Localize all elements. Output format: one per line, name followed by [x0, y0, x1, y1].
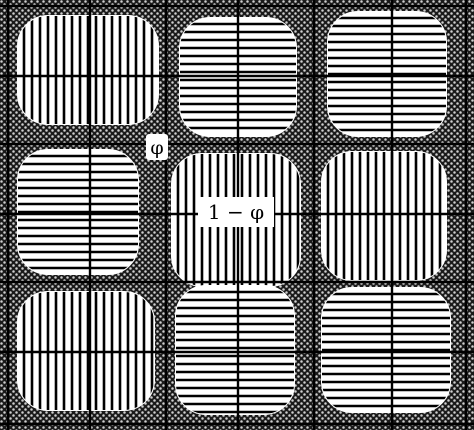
inclusion-cell-r0-c2 — [327, 11, 447, 137]
vertical-stripes — [22, 16, 154, 124]
vertical-stripes — [326, 152, 442, 280]
phi-label-group: φ — [146, 134, 168, 160]
inclusion-cells — [17, 11, 451, 415]
inclusion-cell-r2-c1 — [175, 285, 295, 415]
one-minus-phi-label-background — [198, 197, 274, 227]
phi-label-background — [146, 134, 168, 160]
inclusion-cell-r1-c0 — [17, 149, 139, 275]
inclusion-cell-r2-c2 — [321, 287, 451, 413]
phi-label: φ — [150, 137, 163, 159]
one-minus-phi-label: 1 − φ — [208, 200, 264, 224]
inclusion-cell-r1-c2 — [321, 151, 447, 281]
horizontal-stripes — [322, 292, 450, 408]
horizontal-stripes — [328, 16, 446, 132]
cell-background — [175, 285, 295, 415]
inclusion-cell-r0-c0 — [17, 15, 159, 125]
horizontal-stripes — [176, 290, 294, 414]
horizontal-stripes — [18, 154, 138, 270]
one-minus-phi-label-group: 1 − φ — [198, 197, 274, 227]
